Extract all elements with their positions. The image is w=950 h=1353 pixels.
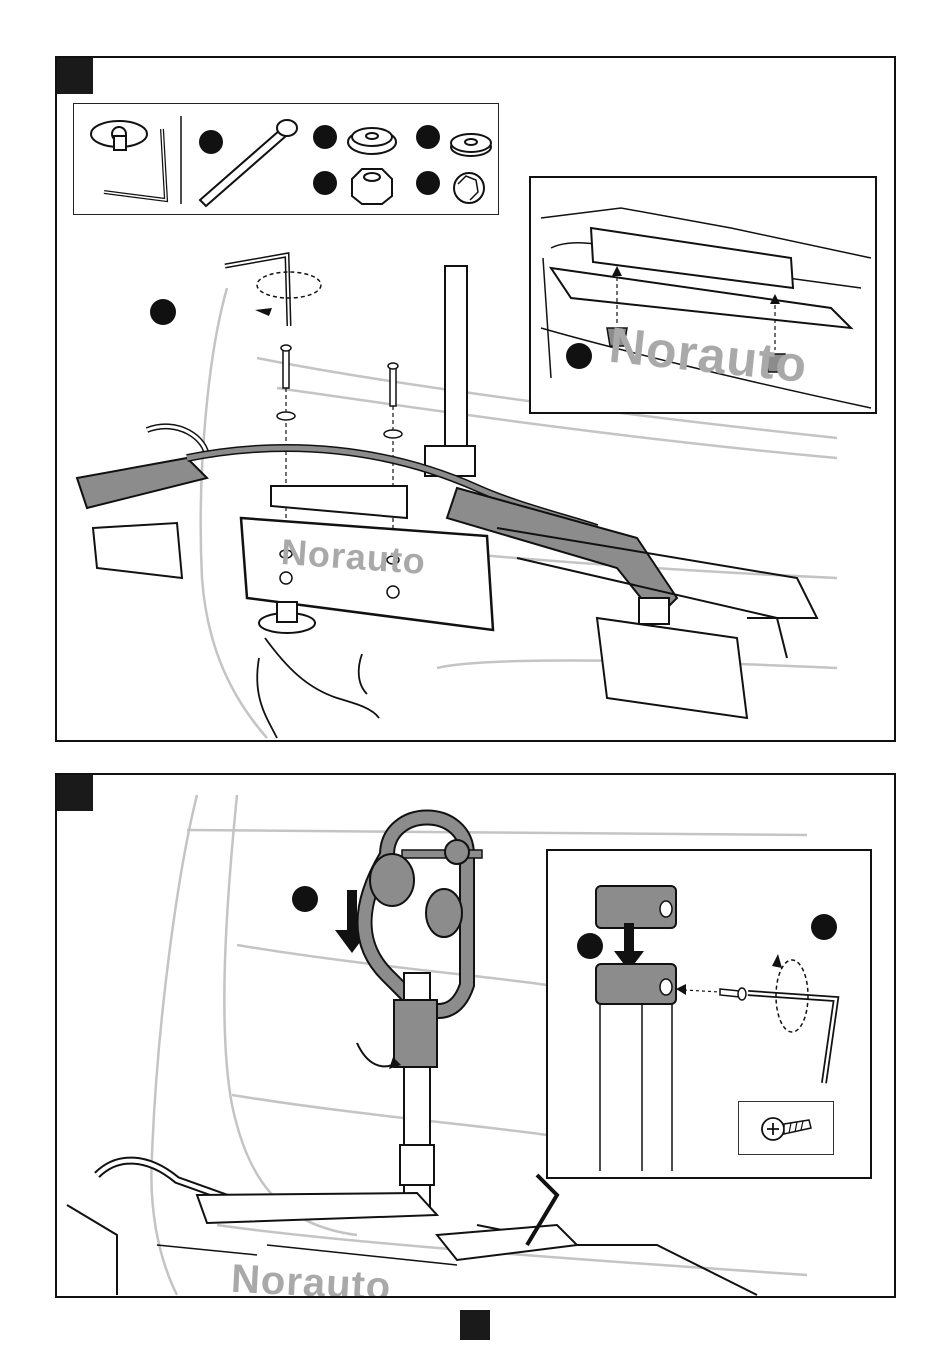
allen-key-icon (748, 993, 836, 1083)
end-cap-icon (596, 886, 676, 928)
page-number-badge (460, 1310, 490, 1340)
screw-detail-box (738, 1101, 834, 1155)
detail-inset-2 (546, 849, 872, 1179)
step-panel-2: Norauto (55, 773, 896, 1298)
screw-detail-icon (739, 1102, 835, 1156)
step-panel-1: Norauto Norauto (55, 56, 896, 742)
detail-inset-1: Norauto (529, 176, 877, 414)
brand-logo-lower: Norauto (230, 1257, 392, 1298)
screw-icon (720, 988, 746, 1000)
